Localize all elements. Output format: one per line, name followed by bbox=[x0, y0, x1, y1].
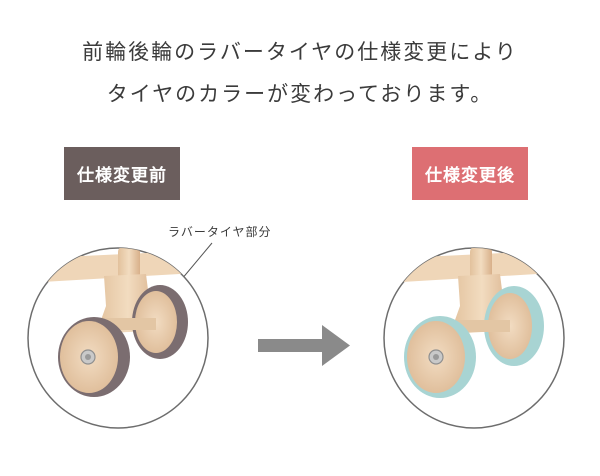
arrow-icon bbox=[258, 325, 350, 366]
after-change-badge: 仕様変更後 bbox=[412, 147, 528, 200]
headline-line-2: タイヤのカラーが変わっております。 bbox=[106, 82, 494, 106]
before-change-badge: 仕様変更前 bbox=[64, 147, 180, 200]
rubber-tire-callout-label: ラバータイヤ部分 bbox=[168, 225, 272, 239]
headline-line-1: 前輪後輪のラバータイヤの仕様変更により bbox=[82, 40, 518, 64]
after-wheel-illustration bbox=[383, 247, 565, 429]
